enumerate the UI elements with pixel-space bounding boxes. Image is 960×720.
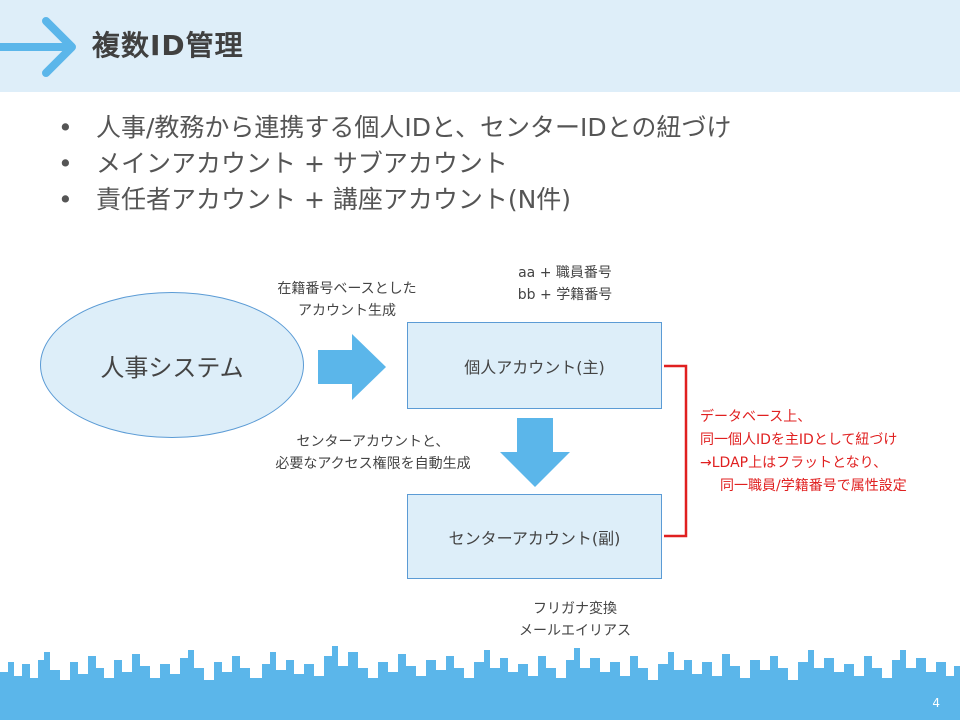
slide-title: 複数ID管理 xyxy=(92,29,244,62)
bullet-item: •責任者アカウント + 講座アカウント(N件) xyxy=(58,182,731,218)
bullet-item: •メインアカウント + サブアカウント xyxy=(58,146,731,182)
generation-label: 在籍番号ベースとした アカウント生成 xyxy=(277,281,417,319)
bullet-dot-icon: • xyxy=(58,149,73,178)
link-bracket xyxy=(664,364,688,538)
title-bar: 複数ID管理 xyxy=(0,0,960,92)
main-account-label: 個人アカウント(主) xyxy=(464,357,605,377)
center-account-label: センターアカウントと、 必要なアクセス権限を自動生成 xyxy=(275,434,471,472)
prefix-label: aa + 職員番号 bb + 学籍番号 xyxy=(517,265,613,303)
bullet-dot-icon: • xyxy=(58,113,73,142)
right-block-arrow-icon xyxy=(318,334,386,400)
arrow-right-icon xyxy=(0,17,76,77)
sub-account-box: センターアカウント(副) xyxy=(407,494,662,579)
bullet-dot-icon: • xyxy=(58,185,73,214)
down-block-arrow-icon xyxy=(500,418,570,487)
kana-alias-label: フリガナ変換 メールエイリアス xyxy=(519,601,631,639)
linking-note: データベース上、 同一個人IDを主IDとして紐づけ →LDAP上はフラットとなり… xyxy=(700,409,907,494)
bullet-list: •人事/教務から連携する個人IDと、センターIDとの紐づけ •メインアカウント … xyxy=(58,110,731,218)
sub-account-label: センターアカウント(副) xyxy=(448,528,621,548)
bullet-item: •人事/教務から連携する個人IDと、センターIDとの紐づけ xyxy=(58,110,731,146)
page-number: 4 xyxy=(932,696,940,710)
hr-system-ellipse: 人事システム xyxy=(40,292,304,438)
main-account-box: 個人アカウント(主) xyxy=(407,322,662,409)
hr-system-label: 人事システム xyxy=(100,353,244,382)
